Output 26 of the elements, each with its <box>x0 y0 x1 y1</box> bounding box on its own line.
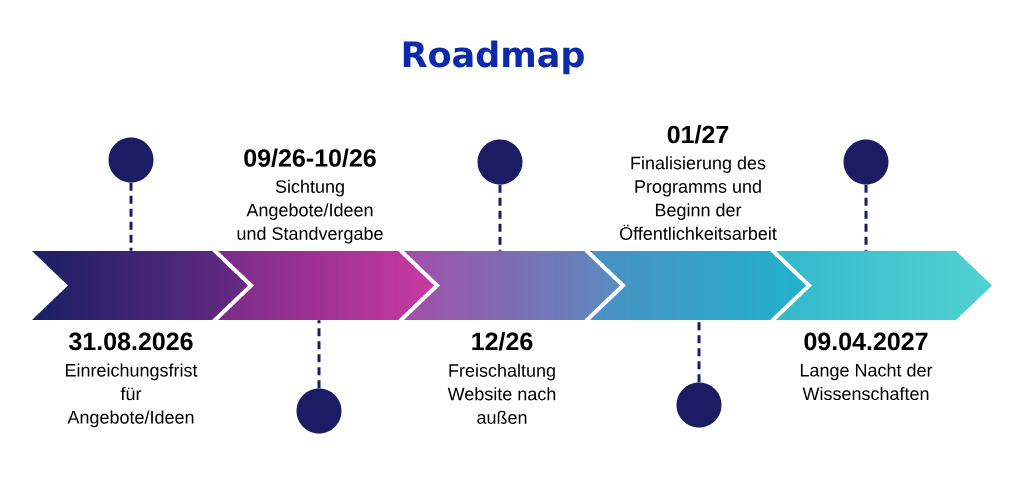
milestone-dot <box>108 137 154 183</box>
connector-line <box>317 320 321 389</box>
timeline-segment <box>590 251 806 320</box>
date-label: 31.08.2026 <box>69 332 193 351</box>
milestone-description: Freischaltung Website nach außen <box>447 363 556 424</box>
connector-line <box>697 320 701 383</box>
milestone-description: Einreichungsfrist für Angebote/Ideen <box>65 363 198 428</box>
connector-line <box>498 184 502 251</box>
milestone-description: Finalisierung des Programms und Beginn der Öffentlichkeitsarbeit <box>620 156 777 240</box>
milestone-dot <box>676 382 722 428</box>
milestone-description: Sichtung Angebote/Ideen und Standvergabe <box>237 179 383 244</box>
date-label: 12/26 <box>472 331 533 351</box>
timeline-segment <box>218 251 434 320</box>
milestone-dot <box>296 388 342 434</box>
title: Roadmap <box>403 40 584 75</box>
date-label: 01/27 <box>667 125 729 144</box>
timeline-segment <box>32 251 248 320</box>
date-label: 09/26-10/26 <box>244 148 376 168</box>
timeline-segment <box>776 251 992 320</box>
connector-line <box>864 184 868 251</box>
timeline-segment <box>404 251 620 320</box>
milestone-description: Lange Nacht der Wissenschaften <box>800 363 933 401</box>
milestone-dot <box>477 139 523 185</box>
date-label: 09.04.2027 <box>804 332 928 351</box>
milestone-dot <box>843 139 889 185</box>
connector-line <box>129 182 133 251</box>
